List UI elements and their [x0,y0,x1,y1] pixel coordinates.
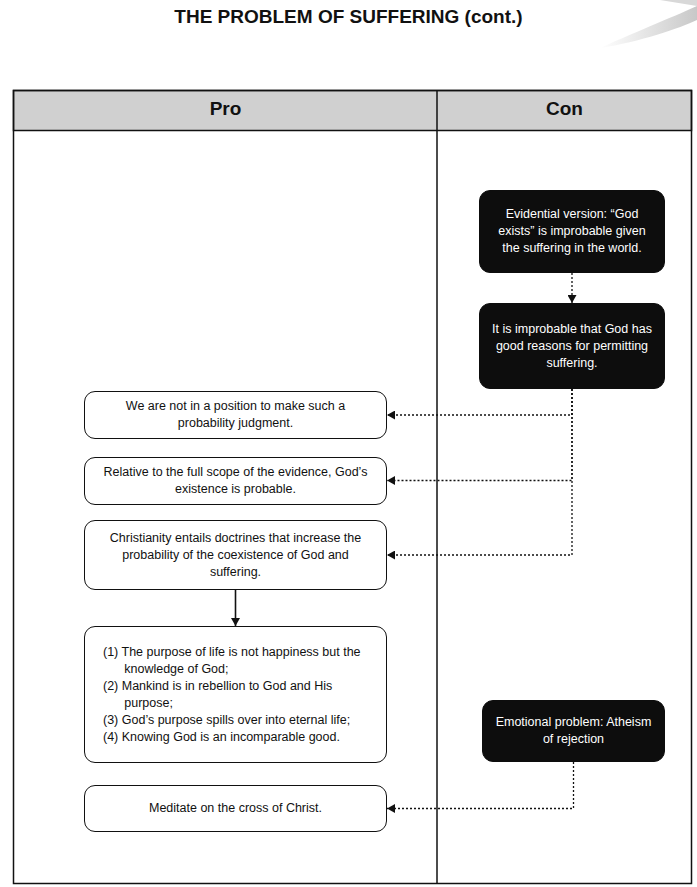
response-box: Meditate on the cross of Christ. [84,785,387,832]
dotted-arrow [387,762,574,809]
objection-box: Evidential version: “God exists” is impr… [479,190,665,273]
list-item: (1) The purpose of life is not happiness… [103,644,372,678]
column-header: Pro [14,98,437,120]
list-item: (2) Mankind is in rebellion to God and H… [103,678,372,712]
box-text: Meditate on the cross of Christ. [97,800,374,817]
dotted-arrow [387,389,572,555]
response-box: Christianity entails doctrines that incr… [84,520,387,590]
box-text: Relative to the full scope of the eviden… [97,464,374,498]
box-text: We are not in a position to make such a … [97,398,374,432]
column-header: Con [437,98,692,120]
column-divider [436,91,438,884]
dotted-arrow [387,389,572,415]
box-text: Emotional problem: Atheism of rejection [495,714,652,748]
objection-box: Emotional problem: Atheism of rejection [482,700,665,762]
swoosh-decoration [660,0,697,6]
box-text: Christianity entails doctrines that incr… [97,530,374,581]
header-bar [14,91,692,131]
list-item: (4) Knowing God is an incomparable good. [103,729,372,746]
page-title: THE PROBLEM OF SUFFERING (cont.) [0,6,697,28]
box-text: It is improbable that God has good reaso… [492,321,652,372]
objection-box: It is improbable that God has good reaso… [479,303,665,389]
table-border [14,91,692,884]
response-box: Relative to the full scope of the eviden… [84,457,387,505]
doctrine-list-box: (1) The purpose of life is not happiness… [84,626,387,763]
response-box: We are not in a position to make such a … [84,391,387,439]
swoosh-decoration [600,6,697,48]
dotted-arrow [571,273,572,303]
solid-arrow [235,590,237,626]
box-text: Evidential version: “God exists” is impr… [492,206,652,257]
dotted-arrow [387,389,572,481]
list-item: (3) God’s purpose spills over into etern… [103,712,372,729]
